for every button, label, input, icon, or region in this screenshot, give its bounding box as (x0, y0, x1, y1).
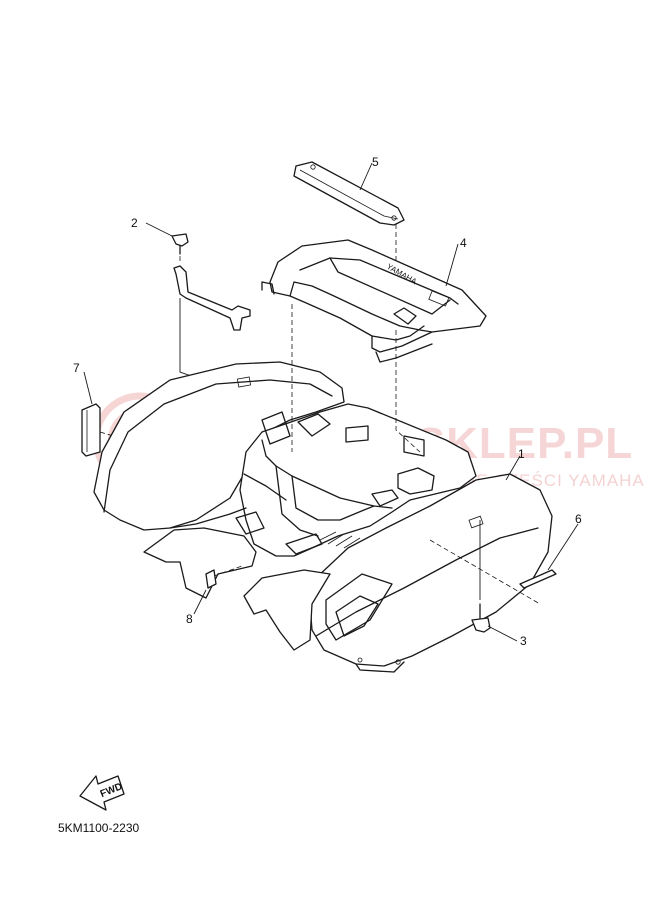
fwd-arrow-icon: FWD (79, 775, 125, 811)
part-4-cover: YAMAHA (261, 239, 487, 363)
part-6-strip (519, 569, 557, 589)
part-2-bolt (171, 233, 189, 255)
callout-8: 8 (186, 612, 193, 626)
callout-3: 3 (520, 634, 527, 648)
part-5-bar (293, 161, 405, 226)
callout-5: 5 (372, 155, 379, 169)
callout-1: 1 (518, 447, 525, 461)
part-2-bracket (173, 265, 251, 331)
part-3-bolt (471, 603, 491, 633)
part-7-reflector (81, 403, 101, 457)
part-8-clip (205, 569, 217, 589)
callout-6: 6 (575, 512, 582, 526)
part-1-rear-fender (93, 361, 553, 673)
callout-2: 2 (131, 216, 138, 230)
callout-4: 4 (460, 236, 467, 250)
callout-7: 7 (73, 361, 80, 375)
part-code: 5KM1100-2230 (58, 821, 139, 835)
